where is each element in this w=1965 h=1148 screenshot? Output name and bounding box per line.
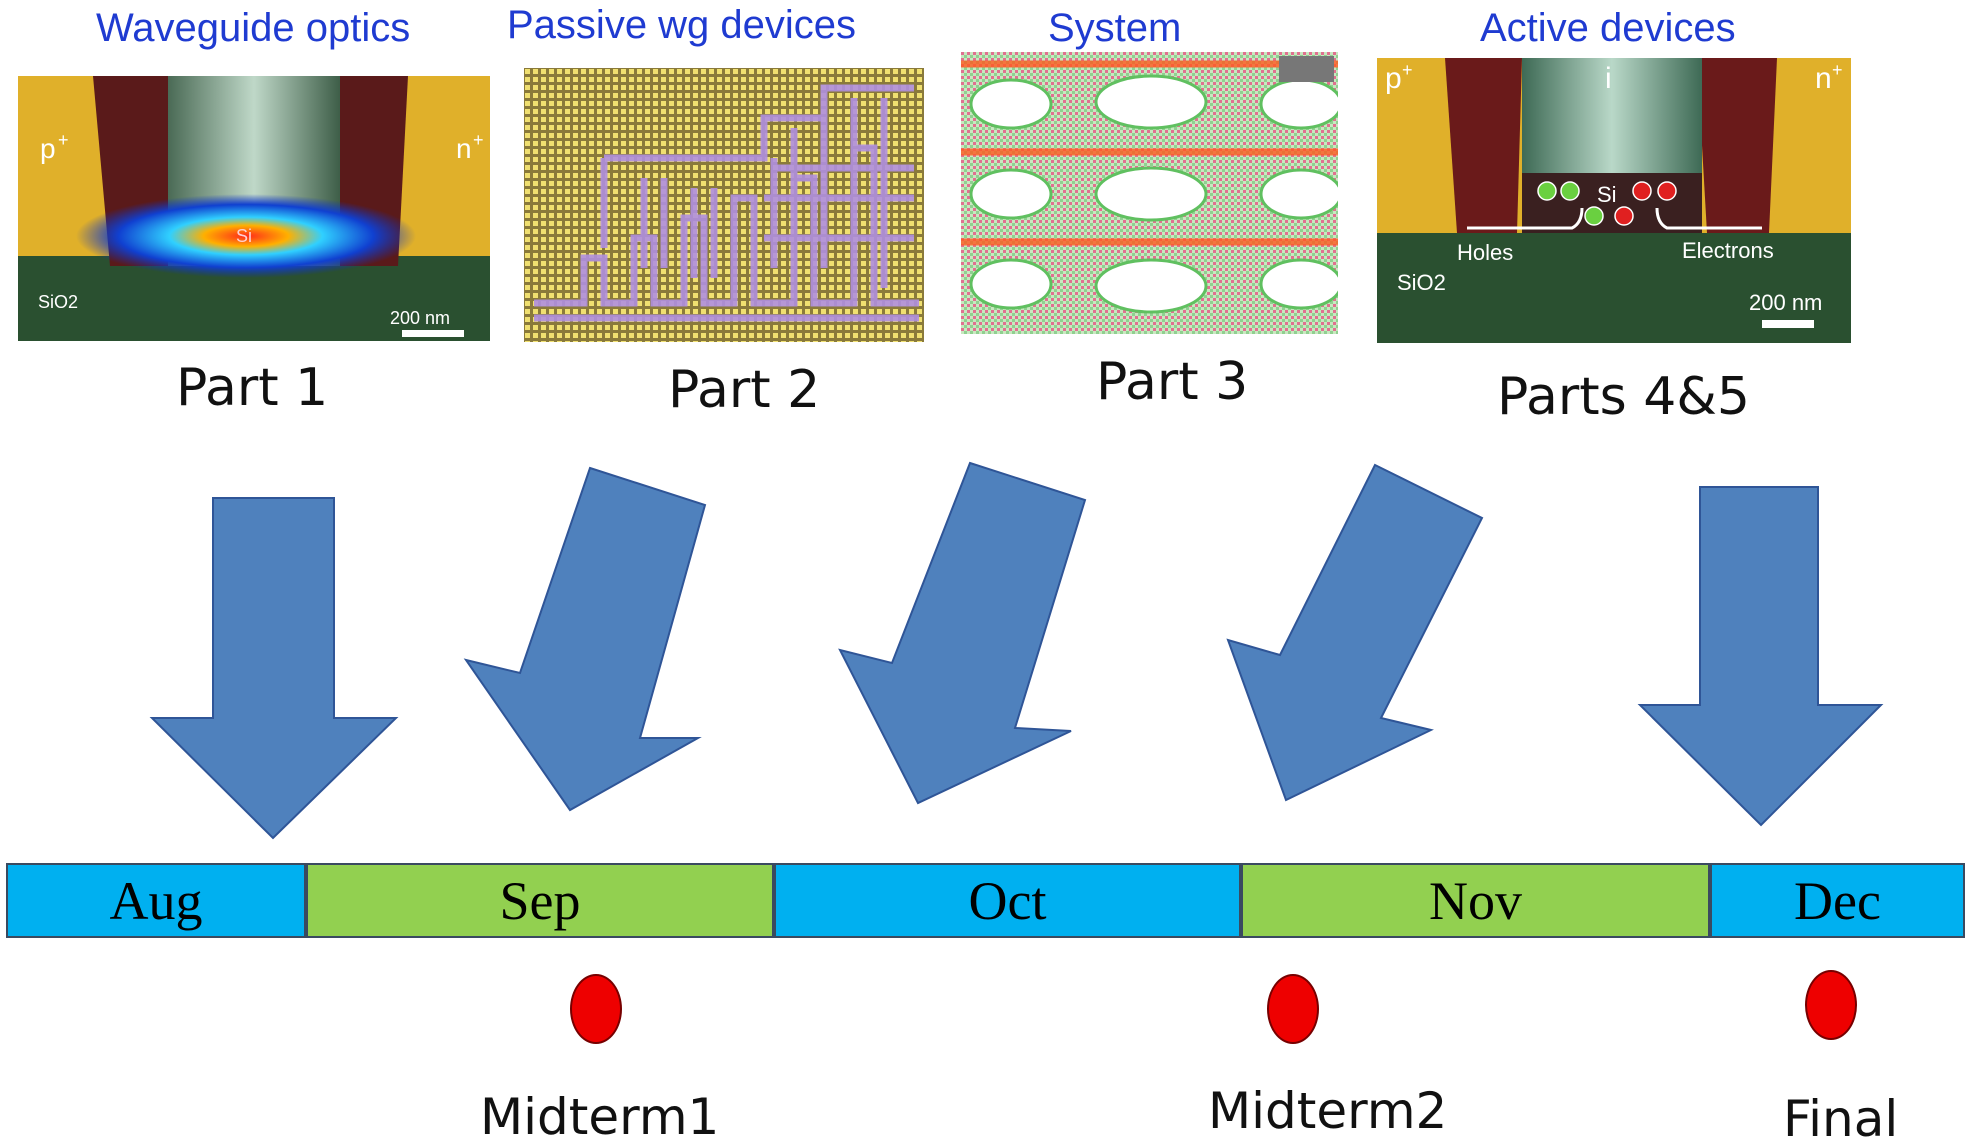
part-label-2: Part 2	[668, 360, 821, 420]
exam-marker-midterm1	[570, 974, 622, 1044]
timeline-bar: Aug Sep Oct Nov Dec	[6, 863, 1965, 938]
exam-label-final: Final	[1783, 1090, 1899, 1148]
scale-bar	[402, 330, 464, 337]
svg-text:+: +	[58, 130, 69, 150]
scale-label: 200 nm	[390, 308, 450, 328]
part-label-1: Part 1	[176, 358, 329, 418]
svg-text:p: p	[1385, 62, 1402, 95]
topic-title-2: Passive wg devices	[507, 3, 857, 47]
waveguide-optics-image: p + n + Si SiO2 200 nm	[18, 76, 490, 341]
arrow-part4	[1226, 463, 1484, 802]
passive-devices-image	[524, 68, 924, 342]
holes-label: Holes	[1457, 240, 1513, 265]
topic-title-3: System	[1048, 6, 1182, 50]
svg-text:n: n	[1815, 62, 1832, 95]
svg-text:SiO2: SiO2	[1397, 270, 1446, 295]
exam-marker-midterm2	[1267, 974, 1319, 1044]
exam-label-midterm1: Midterm1	[480, 1088, 720, 1146]
n-doping-label: n	[456, 133, 472, 164]
si-core-label: Si	[236, 226, 252, 246]
arrow-part5	[1637, 486, 1884, 827]
month-dec: Dec	[1710, 863, 1965, 938]
svg-text:+: +	[473, 130, 484, 150]
exam-marker-final	[1805, 970, 1857, 1040]
eye-diagram-image	[961, 52, 1338, 334]
p-doping-label: p	[40, 133, 56, 164]
svg-text:+: +	[1402, 60, 1413, 80]
arrow-part2	[463, 466, 707, 812]
month-aug: Aug	[6, 863, 306, 938]
month-oct: Oct	[774, 863, 1241, 938]
svg-text:i: i	[1605, 62, 1612, 95]
exam-label-midterm2: Midterm2	[1208, 1082, 1448, 1140]
topic-title-1: Waveguide optics	[96, 6, 411, 50]
month-nov: Nov	[1241, 863, 1710, 938]
month-sep: Sep	[306, 863, 774, 938]
arrow-part1	[149, 497, 399, 840]
sio2-label: SiO2	[38, 292, 78, 312]
part-label-4: Parts 4&5	[1497, 367, 1750, 427]
topic-title-4: Active devices	[1480, 6, 1736, 50]
svg-text:+: +	[1832, 60, 1843, 80]
svg-text:Si: Si	[1597, 182, 1617, 207]
active-devices-image: p + i n + Si Holes Electrons SiO2 200 nm	[1377, 58, 1851, 343]
svg-text:200 nm: 200 nm	[1749, 290, 1822, 315]
part-label-3: Part 3	[1096, 352, 1249, 412]
arrow-part3	[838, 461, 1087, 805]
electrons-label: Electrons	[1682, 238, 1774, 263]
